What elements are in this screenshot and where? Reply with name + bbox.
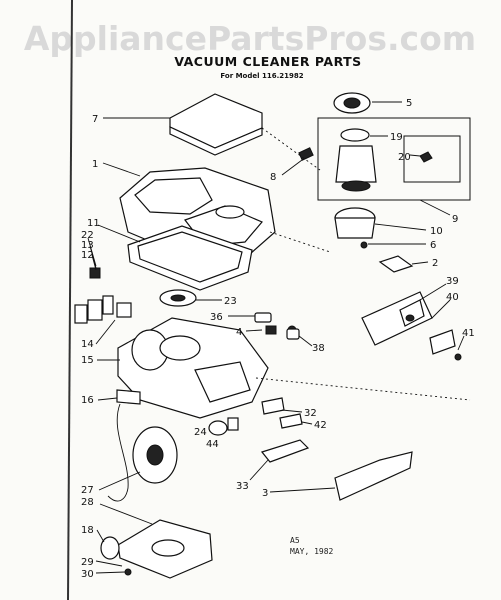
- part-38: [286, 328, 313, 347]
- scan-edge-line: [67, 0, 73, 600]
- callout-22: 22: [81, 230, 94, 241]
- part-brush: [281, 147, 314, 176]
- callout-13: 13: [81, 240, 94, 251]
- callout-10: 10: [430, 226, 443, 237]
- callout-8: 8: [270, 172, 276, 183]
- callout-11: 11: [87, 218, 100, 229]
- callout-12: 12: [81, 250, 94, 261]
- callout-36: 36: [210, 312, 223, 323]
- callout-labels: 7 1 11 22 13 12 14 15 16 27 28 18 29 30 …: [81, 98, 475, 580]
- stamp-date: MAY, 1982: [290, 547, 334, 556]
- callout-39: 39: [446, 276, 459, 287]
- watermark-text: AppliancePartsPros.com: [24, 19, 476, 58]
- callout-9: 9: [452, 214, 458, 225]
- part-switch-plates: [74, 237, 132, 345]
- callout-32: 32: [304, 408, 317, 419]
- stamp-code: A5: [290, 536, 300, 545]
- callout-30: 30: [81, 569, 94, 580]
- callout-23: 23: [224, 296, 237, 307]
- part-cord: [97, 389, 141, 502]
- callout-24: 24: [194, 427, 207, 438]
- callout-28: 28: [81, 497, 94, 508]
- part-caster: [208, 417, 239, 436]
- part-body-tub: [97, 317, 269, 419]
- part-nozzle: [269, 451, 413, 501]
- callout-44: 44: [206, 439, 219, 450]
- part-fan: [333, 92, 402, 114]
- callout-27: 27: [81, 485, 94, 496]
- callout-29: 29: [81, 557, 94, 568]
- part-latch: [261, 397, 313, 429]
- diagram-title: VACUUM CLEANER PARTS: [174, 54, 361, 69]
- model-number: For Model 116.21982: [220, 72, 303, 80]
- callout-1: 1: [92, 159, 98, 170]
- callout-3: 3: [262, 488, 268, 499]
- callout-6: 6: [430, 240, 436, 251]
- part-motor-mount: [334, 207, 427, 249]
- callout-7: 7: [92, 114, 98, 125]
- callout-2: 2: [432, 258, 438, 269]
- part-filter-pad: [378, 255, 429, 273]
- callout-40: 40: [446, 292, 459, 303]
- callout-38: 38: [312, 343, 325, 354]
- callout-4: 4: [236, 327, 242, 338]
- callout-42: 42: [314, 420, 327, 431]
- part-handle-bracket: [249, 439, 310, 481]
- callout-20: 20: [398, 152, 411, 163]
- callout-15: 15: [81, 355, 94, 366]
- callout-41: 41: [462, 328, 475, 339]
- callout-19: 19: [390, 132, 403, 143]
- part-motor-box: [317, 117, 471, 216]
- callout-16: 16: [81, 395, 94, 406]
- callout-5: 5: [406, 98, 412, 109]
- part-lid: [103, 93, 263, 156]
- part-bag-holder: [361, 283, 465, 361]
- part-bottom-plate: [95, 503, 213, 579]
- part-gasket: [97, 224, 253, 291]
- callout-14: 14: [81, 339, 94, 350]
- part-filter-ring: [159, 289, 222, 307]
- part-wheel: [98, 426, 178, 491]
- callout-18: 18: [81, 525, 94, 536]
- callout-33: 33: [236, 481, 249, 492]
